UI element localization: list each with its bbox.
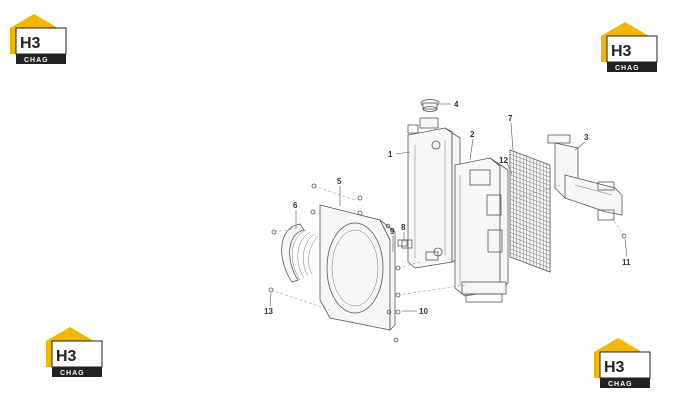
logo-name: CHAG (24, 57, 49, 64)
logo-letters: H3 (56, 348, 77, 365)
callout-8: 8 (401, 223, 406, 232)
callout-10: 10 (419, 307, 428, 316)
mesh-line (509, 252, 551, 269)
callout-3: 3 (584, 133, 589, 142)
intercooler (454, 157, 509, 303)
mesh-line (509, 162, 551, 178)
callout-12: 12 (499, 156, 508, 165)
logo-name: CHAG (608, 381, 633, 388)
mesh-line (509, 186, 551, 203)
fastener-bolts (268, 183, 627, 315)
mesh-line (509, 215, 551, 232)
mesh-line (509, 174, 551, 190)
callout-4: 4 (454, 100, 459, 109)
callouts: 1 2 3 4 5 6 7 8 9 10 11 12 13 (264, 100, 631, 316)
callout-leaders (269, 103, 628, 312)
mesh-line (509, 223, 551, 240)
filler-cap (420, 99, 440, 112)
callout-11: 11 (622, 258, 631, 267)
mesh-line (509, 232, 551, 248)
mesh-line (509, 240, 551, 256)
mesh-line (509, 244, 551, 260)
mesh-line (509, 211, 551, 227)
fan-guard (281, 223, 319, 283)
logo-bottom-right: H3 CHAG (594, 338, 651, 388)
logo-top-right: H3 CHAG (601, 22, 658, 72)
mesh-line (509, 190, 551, 207)
mesh-line (509, 199, 551, 215)
mesh-line (509, 248, 551, 265)
callout-6: 6 (293, 201, 298, 210)
logo-bottom-left: H3 CHAG (46, 327, 103, 377)
assembly-guide-lines (270, 184, 625, 311)
logo-letters: H3 (20, 35, 41, 52)
logo-name: CHAG (615, 65, 640, 72)
mesh-line (509, 219, 551, 236)
callout-7: 7 (508, 114, 513, 123)
mesh-line (509, 227, 551, 244)
callout-5: 5 (337, 177, 342, 186)
mesh-line (509, 178, 551, 195)
logo-letters: H3 (604, 359, 625, 376)
callout-2: 2 (470, 130, 475, 139)
fan-shroud (319, 204, 399, 343)
callout-1: 1 (388, 150, 393, 159)
logo-top-left: H3 CHAG (10, 14, 67, 64)
logo-letters: H3 (611, 43, 632, 60)
mesh-line (509, 170, 551, 186)
mesh-grille (509, 149, 551, 273)
mesh-line (509, 157, 551, 174)
mesh-line (509, 236, 551, 252)
callout-13: 13 (264, 307, 273, 316)
mesh-line (509, 153, 551, 170)
mesh-line (509, 207, 551, 223)
mesh-line (509, 182, 551, 199)
callout-9: 9 (390, 227, 395, 236)
logo-name: CHAG (60, 370, 85, 377)
oil-cooler (547, 134, 623, 221)
radiator-core (401, 117, 461, 269)
mesh-line (509, 203, 551, 219)
mesh-line (509, 166, 551, 182)
